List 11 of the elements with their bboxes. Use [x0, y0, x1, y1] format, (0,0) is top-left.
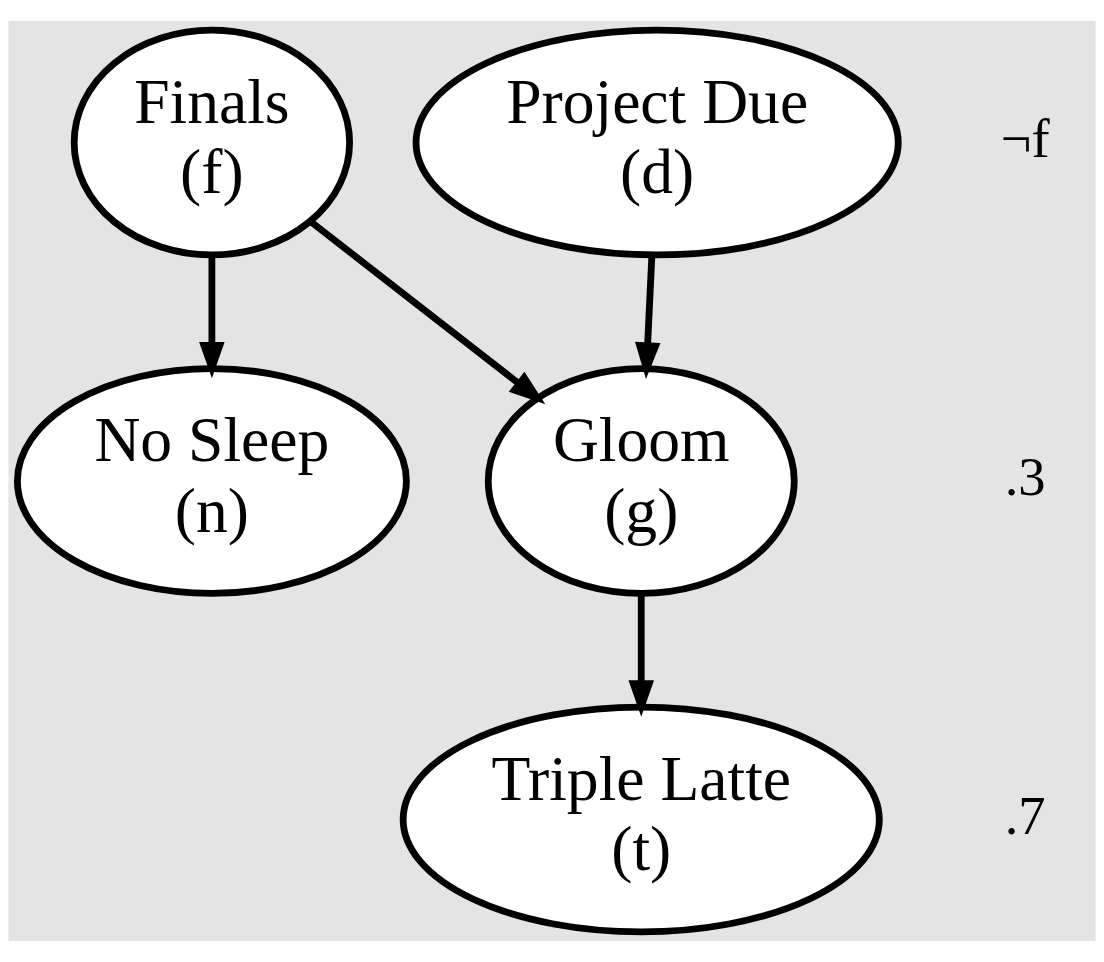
- label: .3: [1004, 446, 1046, 508]
- arrow: [199, 255, 225, 379]
- arrow: [308, 218, 546, 405]
- node-ellipse: Finals (f): [70, 26, 353, 259]
- node-ellipse: Triple Latte (t): [399, 703, 883, 936]
- label: .7: [1004, 784, 1046, 846]
- label: ¬f: [1000, 107, 1050, 169]
- node-ellipse: No Sleep (n): [13, 365, 410, 597]
- node-ellipse: Gloom (g): [484, 365, 798, 597]
- node-ellipse: Project Due (d): [412, 26, 902, 259]
- arrow: [628, 593, 654, 717]
